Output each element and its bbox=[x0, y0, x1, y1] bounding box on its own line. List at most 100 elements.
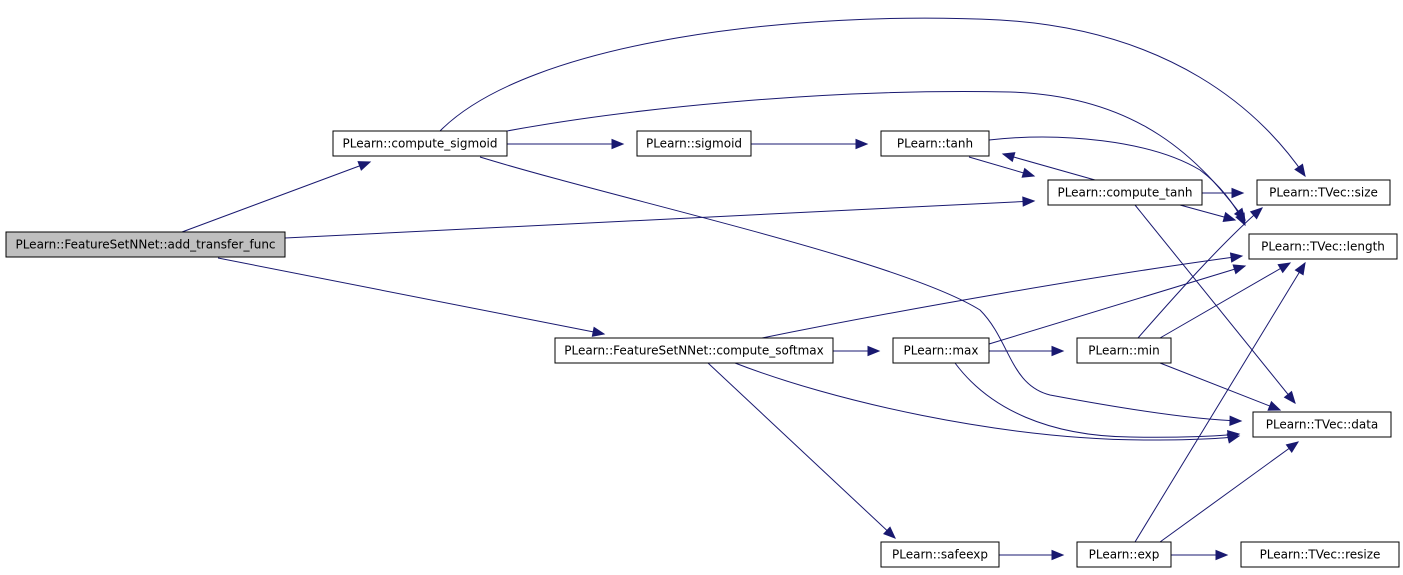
edge-arrowhead bbox=[1267, 400, 1282, 411]
node-compute-sigmoid[interactable]: PLearn::compute_sigmoid bbox=[332, 130, 508, 157]
edge-arrowhead bbox=[1294, 261, 1306, 276]
edge-max-to-length bbox=[988, 264, 1247, 345]
edge-arrowhead bbox=[1229, 252, 1244, 263]
edge-arrowhead bbox=[1231, 187, 1245, 199]
edge-line bbox=[1159, 362, 1281, 411]
edge-compute-tanh-to-data bbox=[1134, 204, 1296, 405]
node-box bbox=[1248, 233, 1398, 260]
edge-compute-softmax-to-length bbox=[761, 252, 1244, 339]
edge-arrowhead bbox=[1235, 212, 1246, 227]
node-label: PLearn::FeatureSetNNet::compute_softmax bbox=[564, 344, 823, 358]
node-tanh[interactable]: PLearn::tanh bbox=[880, 130, 990, 157]
node-box bbox=[880, 130, 990, 157]
edge-arrowhead bbox=[1277, 262, 1292, 274]
node-box bbox=[1256, 179, 1391, 206]
edge-arrowhead bbox=[1283, 390, 1296, 405]
edge-arrowhead bbox=[1294, 163, 1306, 178]
edge-exp-to-data bbox=[1159, 441, 1300, 543]
node-length[interactable]: PLearn::TVec::length bbox=[1248, 233, 1398, 260]
edge-arrowhead bbox=[1215, 549, 1229, 561]
edge-line bbox=[734, 362, 1240, 441]
edge-arrowhead bbox=[1232, 264, 1247, 275]
node-box bbox=[554, 337, 834, 364]
edge-compute-softmax-to-max bbox=[833, 345, 881, 357]
node-label: PLearn::compute_tanh bbox=[1057, 186, 1192, 200]
node-box bbox=[636, 130, 752, 157]
edge-arrowhead bbox=[1001, 152, 1016, 163]
edge-compute-softmax-to-safeexp bbox=[707, 362, 896, 539]
edge-arrowhead bbox=[855, 138, 869, 150]
node-min[interactable]: PLearn::min bbox=[1076, 337, 1172, 364]
node-max[interactable]: PLearn::max bbox=[892, 337, 990, 364]
edge-compute-sigmoid-to-data bbox=[479, 156, 1243, 426]
node-label: PLearn::min bbox=[1088, 344, 1160, 358]
edge-line bbox=[1134, 204, 1296, 404]
edge-line bbox=[439, 17, 1306, 177]
edge-arrowhead bbox=[1021, 167, 1036, 178]
edge-line bbox=[1134, 262, 1306, 543]
edge-arrowhead bbox=[591, 326, 606, 337]
edge-add-transfer-func-to-compute-sigmoid bbox=[181, 161, 372, 233]
node-label: PLearn::TVec::resize bbox=[1260, 548, 1381, 562]
edge-safeexp-to-exp bbox=[999, 549, 1065, 561]
nodes-layer: PLearn::FeatureSetNNet::add_transfer_fun… bbox=[5, 130, 1400, 568]
edge-line bbox=[181, 161, 371, 233]
node-safeexp[interactable]: PLearn::safeexp bbox=[880, 541, 1000, 568]
edge-compute-sigmoid-to-sigmoid bbox=[507, 138, 625, 150]
edge-min-to-length bbox=[1159, 262, 1292, 339]
edge-line bbox=[988, 136, 1246, 226]
edge-arrowhead bbox=[357, 161, 372, 171]
edge-arrowhead bbox=[1285, 441, 1300, 453]
node-size[interactable]: PLearn::TVec::size bbox=[1256, 179, 1391, 206]
node-box bbox=[1076, 337, 1172, 364]
edge-line bbox=[217, 257, 605, 335]
edge-line bbox=[1159, 441, 1299, 543]
edge-compute-tanh-to-size bbox=[1202, 187, 1245, 199]
edge-line bbox=[988, 265, 1246, 345]
node-box bbox=[1252, 411, 1392, 438]
node-label: PLearn::safeexp bbox=[892, 548, 988, 562]
node-sigmoid[interactable]: PLearn::sigmoid bbox=[636, 130, 752, 157]
edge-line bbox=[1137, 207, 1263, 339]
node-data[interactable]: PLearn::TVec::data bbox=[1252, 411, 1392, 438]
edge-arrowhead bbox=[611, 138, 625, 150]
node-box bbox=[1240, 541, 1400, 568]
node-box bbox=[332, 130, 508, 157]
edge-line bbox=[479, 156, 1242, 422]
edge-line bbox=[761, 255, 1243, 339]
edge-compute-sigmoid-to-size bbox=[439, 17, 1306, 178]
node-label: PLearn::sigmoid bbox=[646, 137, 742, 151]
edge-arrowhead bbox=[1222, 211, 1237, 223]
edge-arrowhead bbox=[1051, 345, 1065, 357]
edge-min-to-data bbox=[1159, 362, 1282, 411]
edge-compute-tanh-to-length bbox=[1179, 204, 1237, 223]
node-box bbox=[892, 337, 990, 364]
node-box bbox=[880, 541, 1000, 568]
node-label: PLearn::compute_sigmoid bbox=[343, 137, 498, 151]
edge-exp-to-resize bbox=[1171, 549, 1229, 561]
edge-max-to-min bbox=[989, 345, 1065, 357]
edge-add-transfer-func-to-compute-tanh bbox=[284, 196, 1036, 239]
edge-arrowhead bbox=[1051, 549, 1065, 561]
edge-line bbox=[1159, 262, 1291, 339]
edge-max-to-data bbox=[954, 362, 1241, 441]
edge-exp-to-length bbox=[1134, 261, 1306, 543]
node-box bbox=[1076, 541, 1172, 568]
node-label: PLearn::tanh bbox=[897, 137, 973, 151]
node-label: PLearn::exp bbox=[1089, 548, 1160, 562]
node-resize[interactable]: PLearn::TVec::resize bbox=[1240, 541, 1400, 568]
edge-line bbox=[1002, 153, 1096, 181]
node-add-transfer-func[interactable]: PLearn::FeatureSetNNet::add_transfer_fun… bbox=[5, 231, 286, 258]
edge-arrowhead bbox=[1249, 207, 1263, 220]
node-compute-softmax[interactable]: PLearn::FeatureSetNNet::compute_softmax bbox=[554, 337, 834, 364]
edge-compute-tanh-to-tanh bbox=[1001, 152, 1096, 181]
node-box bbox=[1047, 179, 1203, 206]
node-compute-tanh[interactable]: PLearn::compute_tanh bbox=[1047, 179, 1203, 206]
edge-arrowhead bbox=[1227, 429, 1241, 441]
edge-line bbox=[954, 362, 1240, 438]
edges-layer bbox=[181, 17, 1306, 561]
edge-arrowhead bbox=[867, 345, 881, 357]
node-exp[interactable]: PLearn::exp bbox=[1076, 541, 1172, 568]
edge-line bbox=[284, 200, 1035, 239]
